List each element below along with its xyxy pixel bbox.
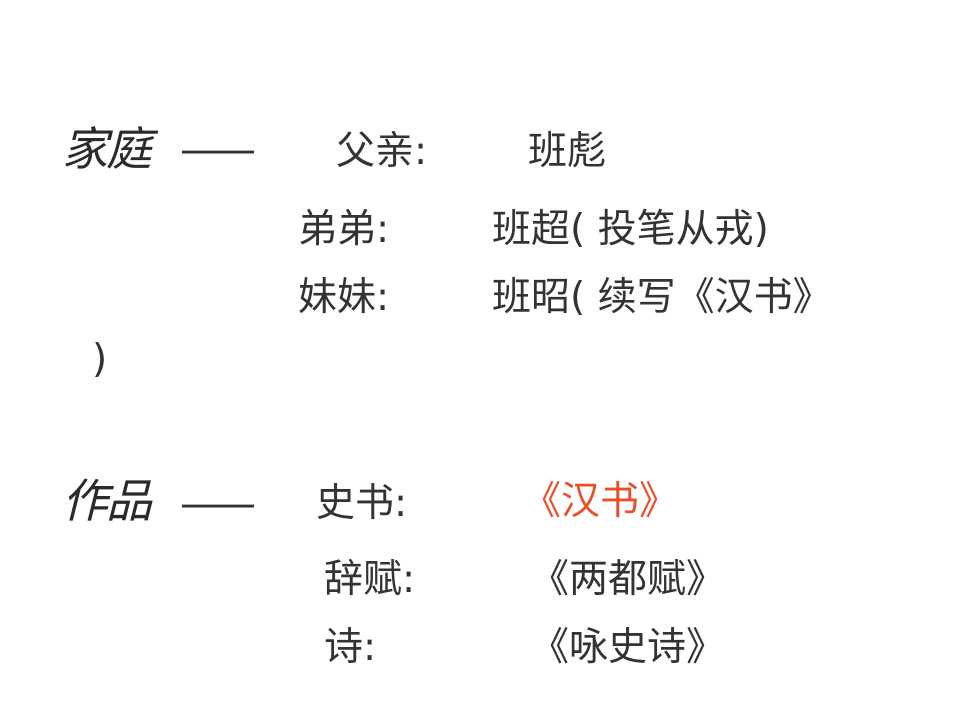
brother-value: 班超( 投笔从戎) (492, 207, 769, 252)
sister-close-paren: ) (92, 337, 108, 382)
works-dash: —— (180, 481, 256, 527)
works-heading: 作品 (62, 474, 152, 528)
sister-label: 妹妹: (298, 275, 390, 320)
fu-label: 辞赋: (324, 557, 416, 602)
family-heading: 家庭 (62, 122, 152, 176)
father-value: 班彪 (528, 129, 607, 174)
fu-value: 《两都赋》 (530, 557, 726, 602)
history-label: 史书: (316, 481, 408, 526)
sister-value: 班昭( 续写《汉书》 (492, 275, 832, 320)
history-value: 《汉书》 (522, 479, 679, 524)
brother-label: 弟弟: (298, 207, 390, 252)
family-dash: —— (180, 127, 256, 173)
father-label: 父亲: (336, 129, 428, 174)
poem-label: 诗: (324, 625, 377, 670)
poem-value: 《咏史诗》 (530, 625, 726, 670)
